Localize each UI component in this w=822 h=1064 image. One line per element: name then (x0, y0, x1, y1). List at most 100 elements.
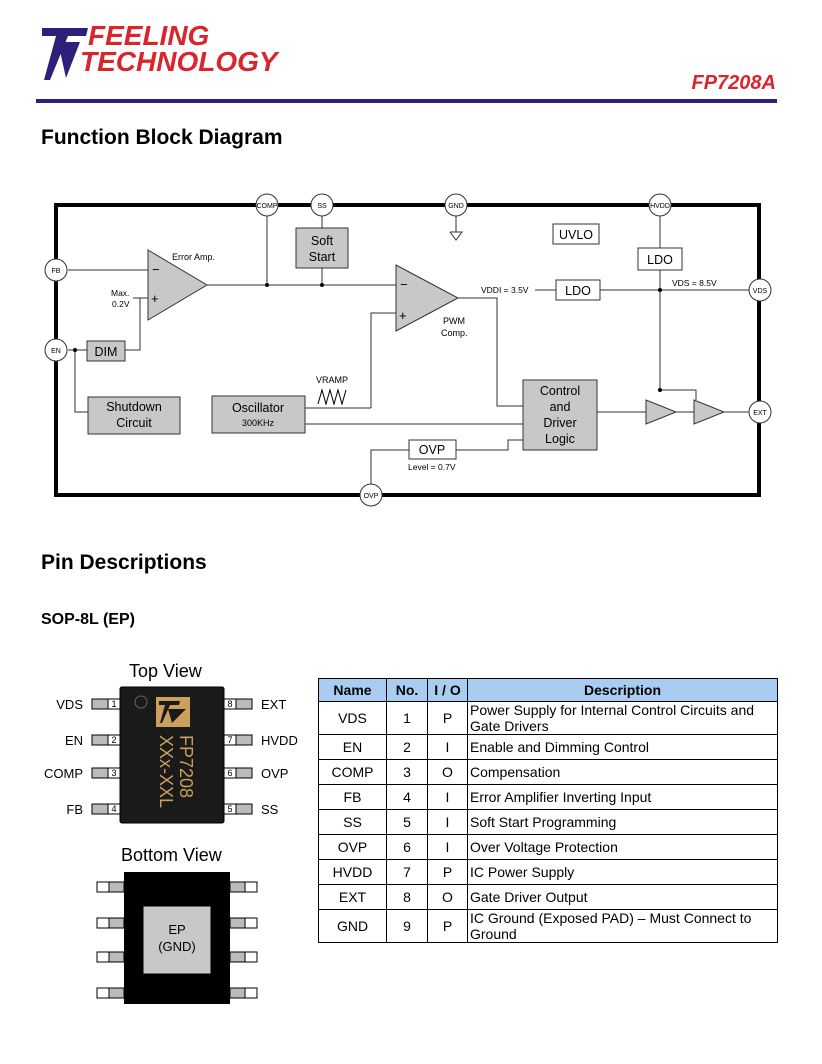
pin-gnd (444, 193, 468, 217)
svg-text:SS: SS (317, 203, 327, 210)
svg-text:UVLO: UVLO (559, 228, 593, 242)
logo-mark-icon (42, 28, 88, 80)
top-view-package: FP7208 XXx-XXL 1 2 3 4 8 7 6 5 VDS EN CO… (44, 686, 298, 824)
uvlo-block (552, 223, 600, 245)
svg-text:LDO: LDO (565, 284, 591, 298)
svg-text:COMP: COMP (44, 766, 83, 781)
svg-text:Start: Start (309, 250, 336, 264)
error-amp (147, 249, 208, 321)
dim-block (86, 340, 126, 362)
pin-ext (748, 400, 772, 424)
svg-text:7: 7 (227, 735, 232, 745)
section-title-pin-descriptions: Pin Descriptions (41, 551, 207, 574)
control-driver-logic-block (522, 379, 598, 451)
svg-text:+: + (399, 308, 407, 323)
svg-text:5: 5 (227, 804, 232, 814)
svg-text:Logic: Logic (545, 432, 575, 446)
top-view-label: Top View (129, 661, 202, 681)
ldo-vddi-block (555, 279, 601, 301)
svg-text:VRAMP: VRAMP (316, 375, 348, 385)
svg-text:OVP: OVP (261, 766, 288, 781)
oscillator-block (211, 395, 306, 434)
table-row: FB 4 I Error Amplifier Inverting Input (318, 784, 778, 810)
table-row: EN 2 I Enable and Dimming Control (318, 734, 778, 760)
svg-text:VDDI = 3.5V: VDDI = 3.5V (481, 285, 529, 295)
svg-text:DIM: DIM (95, 345, 118, 359)
svg-text:Shutdown: Shutdown (106, 400, 162, 414)
pin1-marker (134, 695, 148, 709)
brand-line-2: TECHNOLOGY (80, 46, 278, 77)
exposed-pad (142, 905, 212, 975)
svg-text:HVDD: HVDD (650, 203, 670, 210)
soft-start-block (295, 227, 349, 269)
svg-text:HVDD: HVDD (261, 733, 298, 748)
table-row: COMP 3 O Compensation (318, 759, 778, 785)
svg-text:VDS: VDS (753, 288, 768, 295)
svg-text:Comp.: Comp. (441, 328, 468, 338)
svg-text:Driver: Driver (543, 416, 576, 430)
bottom-view-package: EP (GND) (96, 872, 258, 1004)
function-block-diagram: − + Error Amp. Max. 0.2V − + PWM Comp. S… (44, 193, 772, 507)
brand-line-1: FEELING (88, 20, 210, 51)
table-row: GND 9 P IC Ground (Exposed PAD) – Must C… (318, 909, 778, 943)
shutdown-block (87, 396, 181, 435)
svg-text:4: 4 (111, 804, 116, 814)
svg-text:OVP: OVP (419, 443, 445, 457)
header-rule (36, 99, 777, 103)
chip-mark-2: XXx-XXL (156, 735, 176, 808)
svg-text:EN: EN (65, 733, 83, 748)
svg-text:EXT: EXT (261, 697, 286, 712)
svg-text:EXT: EXT (753, 410, 767, 417)
table-row: OVP 6 I Over Voltage Protection (318, 834, 778, 860)
company-logo: FEELING TECHNOLOGY (40, 20, 290, 82)
svg-text:VDS: VDS (56, 697, 83, 712)
col-header-name: Name (318, 678, 387, 702)
table-row: EXT 8 O Gate Driver Output (318, 884, 778, 910)
col-header-no: No. (386, 678, 428, 702)
svg-text:(GND): (GND) (158, 939, 196, 954)
svg-text:Control: Control (540, 384, 580, 398)
svg-text:−: − (152, 262, 160, 277)
svg-text:EN: EN (51, 348, 61, 355)
svg-text:3: 3 (111, 768, 116, 778)
svg-text:Soft: Soft (311, 234, 334, 248)
svg-text:−: − (400, 277, 408, 292)
svg-text:2: 2 (111, 735, 116, 745)
ldo-hvdd-block (637, 247, 683, 271)
driver-buffer-2 (693, 399, 726, 425)
svg-text:Oscillator: Oscillator (232, 401, 284, 415)
svg-text:8: 8 (227, 699, 232, 709)
pin-hvdd (648, 193, 672, 217)
table-row: SS 5 I Soft Start Programming (318, 809, 778, 835)
svg-text:FB: FB (66, 802, 83, 817)
part-number: FP7208A (691, 72, 777, 94)
svg-text:300KHz: 300KHz (242, 418, 275, 428)
svg-text:LDO: LDO (647, 253, 673, 267)
svg-text:OVP: OVP (364, 493, 379, 500)
pwm-comparator (395, 264, 460, 332)
driver-buffer-1 (645, 399, 678, 425)
col-header-io: I / O (427, 678, 468, 702)
table-row: HVDD 7 P IC Power Supply (318, 859, 778, 885)
package-title: SOP-8L (EP) (41, 611, 135, 628)
svg-text:6: 6 (227, 768, 232, 778)
table-header-row: Name No. I / O Description (318, 678, 778, 702)
col-header-description: Description (467, 678, 778, 702)
section-title-block-diagram: Function Block Diagram (41, 126, 283, 149)
chip-body (119, 686, 225, 824)
bottom-view-label: Bottom View (121, 845, 222, 865)
pin-vds (748, 278, 772, 302)
ramp-waveform-icon (317, 388, 347, 406)
svg-text:VDS = 8.5V: VDS = 8.5V (672, 278, 717, 288)
pin-ovp (359, 483, 383, 507)
pin-description-table: Name No. I / O Description VDS 1 P Power… (318, 678, 778, 943)
svg-text:Error Amp.: Error Amp. (172, 252, 215, 262)
svg-text:and: and (550, 400, 571, 414)
svg-text:Max.: Max. (111, 288, 129, 298)
pin-en (44, 338, 68, 362)
svg-text:Level = 0.7V: Level = 0.7V (408, 462, 456, 472)
svg-text:1: 1 (111, 699, 116, 709)
pin-ss (310, 193, 334, 217)
svg-text:EP: EP (168, 922, 185, 937)
svg-text:0.2V: 0.2V (112, 299, 130, 309)
